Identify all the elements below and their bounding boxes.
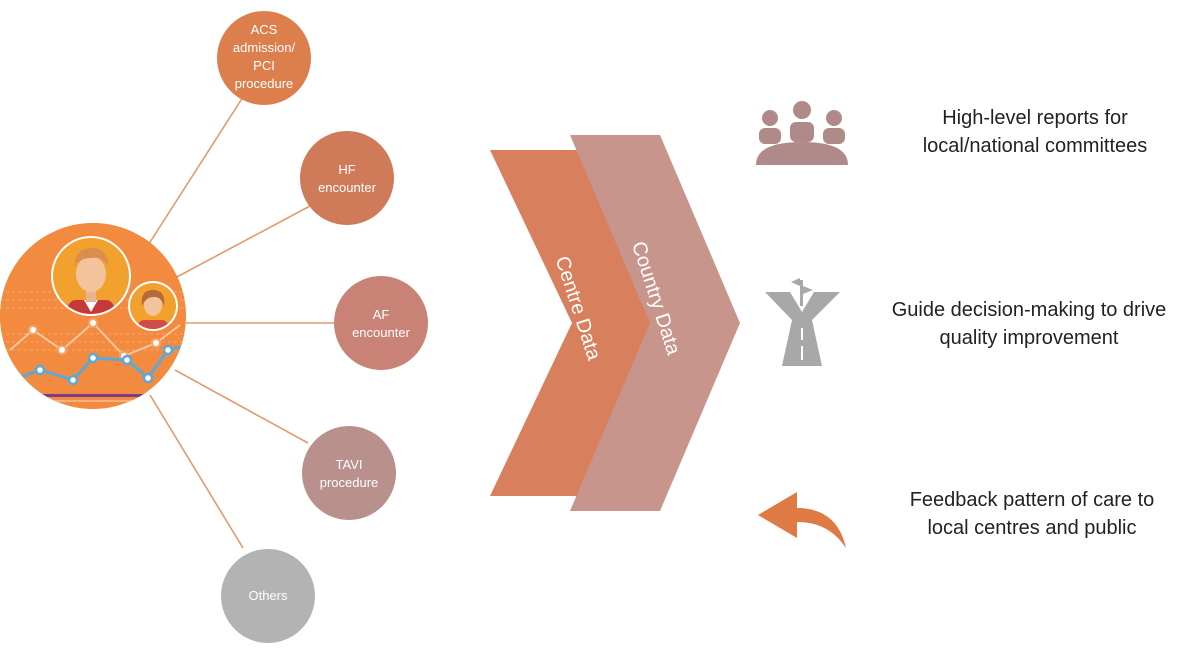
output-line: quality improvement [939, 327, 1119, 349]
output-line: Guide decision-making to drive [891, 299, 1167, 321]
chevron-country-data: Country Data [570, 135, 740, 511]
connector-acs [144, 96, 244, 251]
feedback-arrow-icon [758, 492, 846, 548]
connector-hf [174, 205, 311, 279]
output-line: local/national committees [922, 135, 1148, 157]
svg-text:Others: Others [248, 588, 288, 603]
output-line: Feedback pattern of care to [909, 489, 1155, 511]
output-text-feedback: Feedback pattern of care to local centre… [874, 486, 1190, 542]
connector-tavi [174, 369, 309, 444]
output-text-decision: Guide decision-making to drive quality i… [858, 296, 1200, 352]
output-text-reports: High-level reports for local/national co… [880, 104, 1190, 160]
committee-meeting-icon [756, 101, 848, 165]
category-node-others: Others [221, 549, 315, 643]
connector-lines [144, 96, 335, 549]
registry-hub-icon [0, 223, 186, 409]
connector-others [149, 394, 244, 549]
output-line: local centres and public [927, 517, 1137, 539]
road-signpost-icon [765, 278, 840, 366]
output-line: High-level reports for [942, 107, 1128, 129]
